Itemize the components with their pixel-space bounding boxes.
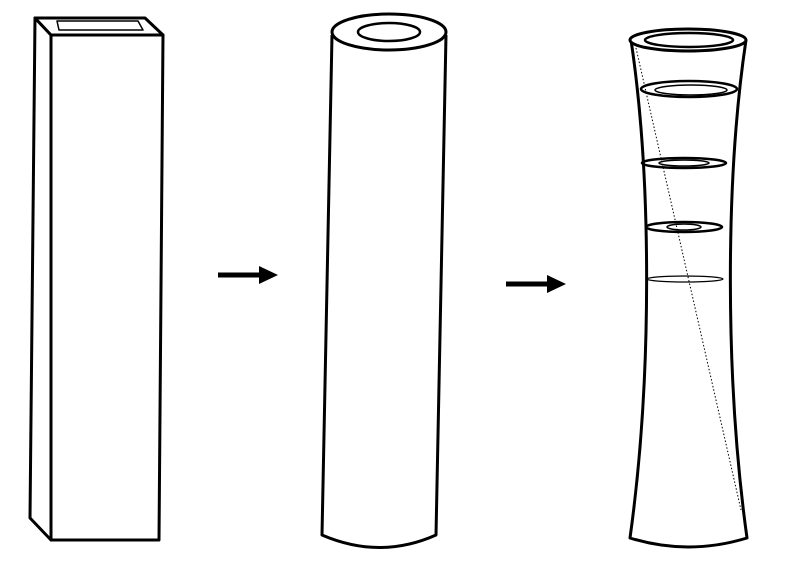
prism-square-hole (56, 20, 144, 31)
cross-section-1-outer (639, 79, 739, 99)
prism-left-face (28, 16, 53, 542)
tube-top-rim-inner (643, 31, 735, 49)
hyperboloid-tube (628, 27, 749, 549)
arrow-1 (218, 266, 278, 284)
tube-body (628, 39, 749, 549)
cross-section-1 (639, 79, 739, 99)
cross-section-3-outer (644, 220, 724, 234)
arrow-1-head (259, 266, 278, 284)
cylinder-body (320, 34, 448, 549)
cross-section-4-outer (646, 275, 724, 283)
cross-section-4 (646, 275, 724, 283)
cross-section-3-inner (666, 223, 702, 231)
cross-section-2 (640, 156, 728, 170)
cross-section-1-inner (654, 84, 728, 96)
cylinder (320, 12, 448, 549)
arrow-2 (506, 275, 566, 293)
cross-section-2-inner (658, 159, 710, 167)
cylinder-hole (356, 21, 422, 43)
cross-section-2-outer (640, 156, 728, 170)
square-prism (28, 16, 165, 542)
cross-section-3 (644, 220, 724, 234)
prism-front-face (49, 33, 165, 542)
arrow-2-head (547, 275, 566, 293)
